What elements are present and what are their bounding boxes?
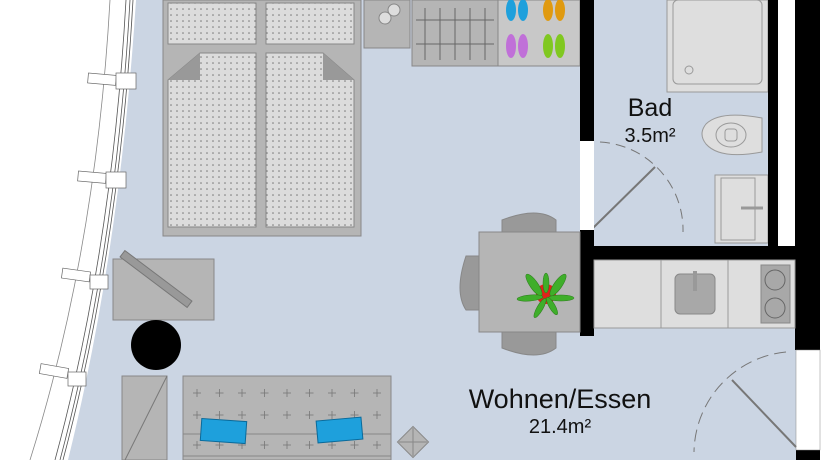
- toilet: [701, 114, 763, 156]
- room-area-wohnen: 21.4m²: [529, 416, 592, 438]
- entrance-opening: [795, 349, 821, 451]
- side-cabinet: [121, 375, 168, 460]
- cooktop: [760, 264, 791, 324]
- room-area-bad: 3.5m²: [624, 125, 675, 147]
- wardrobe: [411, 0, 581, 67]
- cushion: [199, 417, 248, 445]
- sofa: [182, 375, 392, 460]
- floor-lamp: [396, 425, 430, 459]
- room-name-bad: Bad: [628, 94, 672, 122]
- shoes: [506, 0, 565, 58]
- bathroom-door: [592, 141, 684, 233]
- double-bed: [162, 0, 362, 237]
- blanket: [167, 52, 257, 228]
- shower: [666, 0, 769, 93]
- window-handles: [38, 72, 137, 387]
- nightstand: [363, 0, 411, 49]
- desk: [112, 249, 215, 321]
- blanket: [265, 52, 355, 228]
- pillow: [167, 2, 257, 45]
- entrance-door: [693, 351, 797, 453]
- cushion: [315, 416, 364, 444]
- pillow: [265, 2, 355, 45]
- curved-window-wall: [29, 0, 134, 460]
- window-opening: [580, 141, 594, 230]
- kitchen-counter: [593, 259, 796, 329]
- dining-table: [459, 212, 581, 356]
- round-stool: [131, 320, 181, 370]
- washbasin: [714, 174, 769, 244]
- walls: [580, 0, 820, 460]
- plant: [516, 272, 575, 318]
- room-name-wohnen: Wohnen/Essen: [469, 384, 652, 414]
